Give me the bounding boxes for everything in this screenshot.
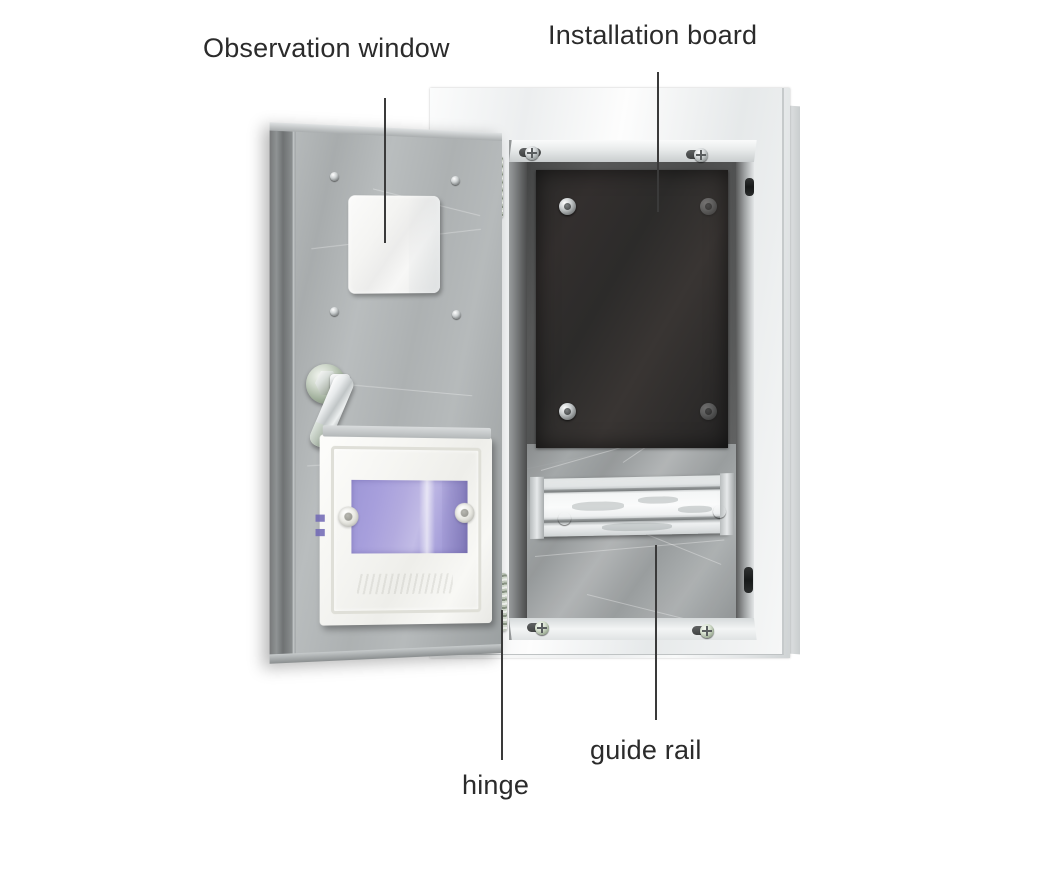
leader-line-installation-board bbox=[657, 72, 659, 212]
label-installation-board: Installation board bbox=[548, 20, 757, 51]
label-hinge: hinge bbox=[462, 770, 529, 801]
cover-side-tab bbox=[316, 515, 325, 522]
cover-fixing-knob bbox=[338, 506, 358, 527]
leader-line-observation-window bbox=[384, 98, 386, 243]
consumer-unit-cover bbox=[320, 434, 492, 625]
guide-rail bbox=[538, 475, 728, 537]
door-latch-keeper bbox=[745, 178, 754, 196]
board-mounting-stud bbox=[700, 198, 717, 215]
interior-left-bevel bbox=[509, 140, 527, 640]
door-screw bbox=[451, 176, 460, 185]
interior-top-bevel bbox=[509, 140, 757, 162]
label-guide-rail: guide rail bbox=[590, 735, 702, 766]
board-mounting-stud bbox=[559, 198, 576, 215]
frame-screw bbox=[525, 146, 539, 160]
door-edge-highlight bbox=[293, 123, 296, 662]
door-screw bbox=[330, 307, 339, 316]
cover-viewport-glare bbox=[419, 480, 435, 553]
door-screw bbox=[330, 172, 339, 181]
observation-window-sheen bbox=[409, 196, 440, 294]
leader-line-guide-rail bbox=[655, 545, 657, 720]
door-bottom-edge bbox=[270, 644, 502, 664]
cabinet-back-wall bbox=[527, 444, 736, 640]
interior-right-bevel bbox=[736, 140, 754, 640]
cover-viewport-window bbox=[351, 480, 467, 554]
cover-top-lip bbox=[323, 425, 491, 439]
frame-screw bbox=[694, 148, 708, 162]
board-mounting-stud bbox=[559, 403, 576, 420]
guide-rail-screw bbox=[558, 512, 571, 525]
cover-side-tab bbox=[316, 529, 325, 536]
door-edge-flange bbox=[270, 122, 293, 664]
guide-rail-screw bbox=[713, 505, 726, 518]
cover-fixing-knob bbox=[455, 503, 475, 523]
door-latch-keeper bbox=[744, 567, 753, 593]
door-screw bbox=[452, 310, 461, 319]
observation-window bbox=[348, 195, 440, 294]
frame-screw bbox=[700, 624, 714, 638]
label-observation-window: Observation window bbox=[203, 33, 450, 64]
frame-screw bbox=[535, 621, 549, 635]
board-mounting-stud bbox=[700, 403, 717, 420]
leader-line-hinge bbox=[501, 610, 503, 760]
cover-embossed-logo bbox=[357, 573, 453, 594]
